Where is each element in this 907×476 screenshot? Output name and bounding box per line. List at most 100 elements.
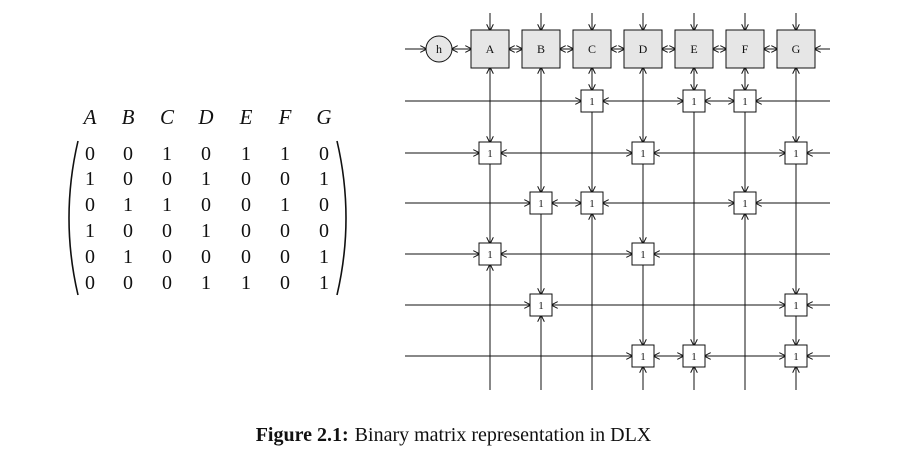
dlx-node-label: 1 — [691, 351, 697, 363]
dlx-node — [733, 191, 757, 215]
column-header-label: G — [792, 42, 801, 56]
column-header-e — [674, 29, 714, 69]
matrix-cell: 0 — [241, 220, 251, 242]
caption-label: Figure 2.1: — [255, 424, 349, 446]
dlx-node-label: 1 — [487, 249, 493, 261]
dlx-node-label: 1 — [793, 148, 799, 160]
column-header-c — [572, 29, 612, 69]
dlx-node — [682, 89, 706, 113]
matrix-cell: 1 — [319, 168, 329, 190]
dlx-node — [631, 242, 655, 266]
dlx-node — [529, 293, 553, 317]
matrix-cell: 0 — [85, 143, 95, 165]
dlx-node-label: 1 — [589, 198, 595, 210]
matrix-cells: 0 0 1 0 1 1 0 1 0 0 1 0 0 1 0 1 1 0 0 1 0 1 0 0 1 0 0 0 0 1 0 0 0 0 1 0 0 0 1 1… — [85, 143, 329, 294]
matrix-cell: 1 — [241, 272, 251, 294]
head-node — [425, 35, 453, 63]
matrix-cell: 0 — [241, 194, 251, 216]
matrix-cell: 0 — [280, 272, 290, 294]
dlx-node-label: 1 — [742, 198, 748, 210]
dlx-node-label: 1 — [793, 351, 799, 363]
column-header-b — [521, 29, 561, 69]
matrix-header-f: F — [278, 105, 292, 129]
matrix-cell: 0 — [162, 272, 172, 294]
matrix-header-e: E — [239, 105, 253, 129]
matrix-cell: 1 — [123, 246, 133, 268]
dlx-node — [580, 89, 604, 113]
right-parenthesis — [336, 140, 347, 296]
dlx-node-label: 1 — [487, 148, 493, 160]
dlx-node-label: 1 — [640, 351, 646, 363]
matrix-cell: 0 — [162, 220, 172, 242]
figure-caption: Figure 2.1:Binary matrix representation … — [0, 424, 907, 447]
dlx-node — [478, 242, 502, 266]
column-header-a — [470, 29, 510, 69]
matrix-cell: 1 — [241, 143, 251, 165]
matrix-cell: 0 — [123, 143, 133, 165]
dlx-node — [631, 344, 655, 368]
matrix-cell: 1 — [201, 272, 211, 294]
caption-text: Binary matrix representation in DLX — [354, 424, 652, 446]
matrix-cell: 0 — [162, 168, 172, 190]
column-header-label: E — [690, 42, 697, 56]
matrix-cell: 1 — [280, 194, 290, 216]
column-header-g — [776, 29, 816, 69]
matrix-header-d: D — [197, 105, 213, 129]
matrix-cell: 0 — [201, 143, 211, 165]
matrix-cell: 0 — [123, 168, 133, 190]
matrix-cell: 1 — [162, 143, 172, 165]
matrix-cell: 1 — [85, 220, 95, 242]
matrix-cell: 0 — [280, 246, 290, 268]
matrix-cell: 1 — [319, 246, 329, 268]
matrix-cell: 0 — [280, 168, 290, 190]
matrix-cell: 0 — [319, 194, 329, 216]
dlx-node-label: 1 — [793, 300, 799, 312]
matrix-cell: 0 — [123, 220, 133, 242]
dlx-node — [580, 191, 604, 215]
matrix-header-g: G — [316, 105, 331, 129]
matrix-cell: 0 — [280, 220, 290, 242]
matrix-cell: 1 — [85, 168, 95, 190]
column-header-label: F — [742, 42, 749, 56]
matrix-header-b: B — [122, 105, 135, 129]
column-header-label: D — [639, 42, 648, 56]
dlx-node-label: 1 — [742, 96, 748, 108]
matrix-cell: 0 — [241, 246, 251, 268]
matrix-cell: 0 — [201, 194, 211, 216]
column-header-label: A — [486, 42, 495, 56]
dlx-diagram: h A B C D E F G 1 1 1 1 1 1 1 1 1 1 1 1 1 1 1 1 — [405, 13, 830, 390]
matrix-cell: 1 — [201, 220, 211, 242]
matrix-cell: 1 — [201, 168, 211, 190]
dlx-node — [478, 141, 502, 165]
matrix-cell: 0 — [85, 272, 95, 294]
column-header-label: C — [588, 42, 596, 56]
dlx-node-label: 1 — [691, 96, 697, 108]
matrix-cell: 0 — [85, 194, 95, 216]
matrix-cell: 0 — [85, 246, 95, 268]
matrix-header-c: C — [160, 105, 175, 129]
head-node-label: h — [436, 42, 442, 56]
dlx-links — [405, 13, 830, 390]
matrix-cell: 0 — [201, 246, 211, 268]
dlx-node-label: 1 — [589, 96, 595, 108]
dlx-node-label: 1 — [538, 198, 544, 210]
matrix-cell: 0 — [162, 246, 172, 268]
dlx-node — [529, 191, 553, 215]
dlx-node-label: 1 — [640, 249, 646, 261]
matrix-cell: 0 — [123, 272, 133, 294]
dlx-node — [631, 141, 655, 165]
matrix-cell: 1 — [280, 143, 290, 165]
matrix-cell: 1 — [319, 272, 329, 294]
column-header-label: B — [537, 42, 545, 56]
dlx-node-label: 1 — [538, 300, 544, 312]
matrix-cell: 0 — [319, 220, 329, 242]
matrix-cell: 1 — [162, 194, 172, 216]
column-header-f — [725, 29, 765, 69]
matrix-cell: 0 — [241, 168, 251, 190]
left-parenthesis — [68, 140, 79, 296]
dlx-node — [682, 344, 706, 368]
matrix-cell: 0 — [319, 143, 329, 165]
dlx-node — [733, 89, 757, 113]
dlx-node-label: 1 — [640, 148, 646, 160]
